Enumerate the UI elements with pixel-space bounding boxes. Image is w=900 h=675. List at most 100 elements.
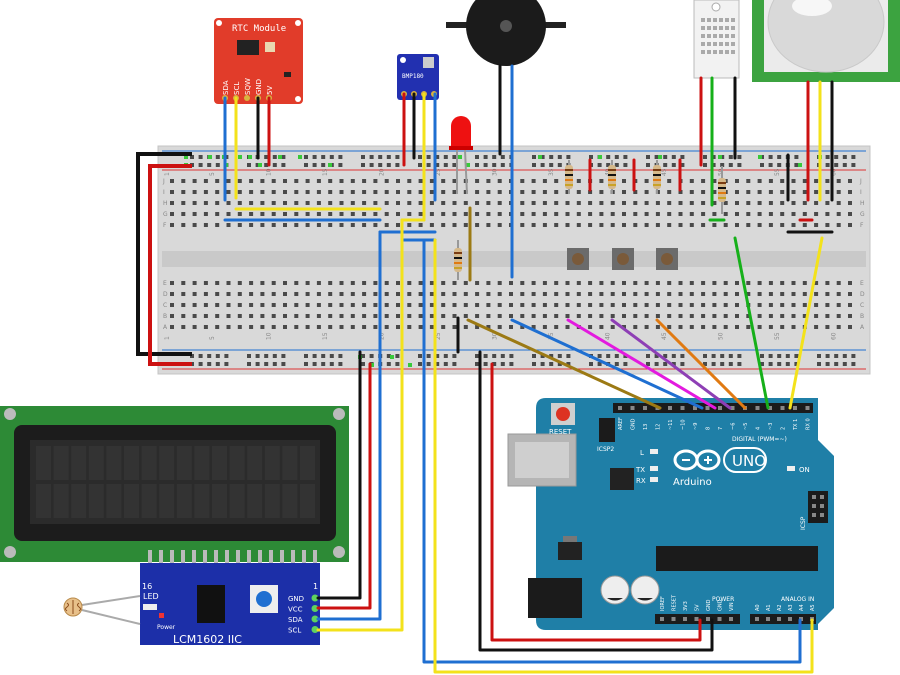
lcd-i2c-pin bbox=[311, 626, 319, 633]
breadboard-hole bbox=[531, 314, 536, 318]
breadboard-rail-hole bbox=[842, 362, 847, 366]
breadboard-hole bbox=[825, 281, 830, 285]
breadboard-hole bbox=[486, 179, 491, 183]
breadboard-hole bbox=[531, 223, 536, 227]
breadboard-hole bbox=[768, 223, 773, 227]
breadboard-column-number: 25 bbox=[435, 332, 442, 340]
lcd-i2c-backpack bbox=[140, 563, 320, 645]
ldr-pattern bbox=[65, 600, 81, 614]
breadboard-hole bbox=[712, 212, 717, 216]
breadboard-hole bbox=[667, 325, 672, 329]
arduino-power-pin bbox=[717, 617, 722, 621]
breadboard-hole bbox=[429, 223, 434, 227]
arduino-digital-pin-label: TX 1 bbox=[793, 419, 799, 431]
breadboard-hole bbox=[463, 201, 468, 205]
breadboard-rail-hole bbox=[426, 163, 431, 167]
breadboard-hole bbox=[260, 201, 265, 205]
breadboard-hole bbox=[396, 190, 400, 194]
breadboard-hole bbox=[192, 212, 197, 216]
breadboard-rail-hole bbox=[597, 362, 602, 366]
breadboard-rail-hole bbox=[418, 155, 422, 159]
breadboard-hole bbox=[689, 314, 694, 318]
breadboard-hole bbox=[701, 314, 706, 318]
breadboard-hole bbox=[520, 212, 525, 216]
lcd-char-cell bbox=[141, 484, 157, 518]
breadboard-rail-hole bbox=[768, 354, 773, 358]
wire-d7 bbox=[610, 318, 732, 410]
arduino-led-tx bbox=[650, 466, 658, 471]
breadboard-hole bbox=[463, 325, 468, 329]
breadboard-hole bbox=[373, 223, 378, 227]
breadboard-hole-active bbox=[658, 155, 662, 159]
breadboard-rail-hole bbox=[207, 354, 212, 358]
breadboard-hole bbox=[644, 292, 649, 296]
breadboard-hole bbox=[362, 223, 367, 227]
breadboard-hole bbox=[316, 325, 321, 329]
dht-hole bbox=[711, 2, 721, 12]
breadboard-hole bbox=[565, 281, 570, 285]
arduino-digital-pin bbox=[730, 406, 735, 410]
arduino-power-pin bbox=[694, 617, 699, 621]
breadboard-hole bbox=[757, 281, 762, 285]
led-rim bbox=[449, 146, 473, 150]
breadboard-hole bbox=[441, 190, 446, 194]
breadboard-hole bbox=[678, 281, 683, 285]
breadboard-hole bbox=[316, 314, 321, 318]
breadboard-rail-hole bbox=[711, 163, 716, 167]
breadboard-rail-hole bbox=[703, 155, 707, 159]
breadboard-hole bbox=[712, 179, 717, 183]
breadboard-hole-active bbox=[370, 363, 374, 367]
arduino-digital-pin-label: 12 bbox=[656, 424, 662, 430]
breadboard-hole bbox=[599, 212, 604, 216]
breadboard-hole bbox=[554, 201, 559, 205]
arduino-digital-pin-label: RX 0 bbox=[806, 418, 812, 430]
breadboard-hole bbox=[203, 325, 208, 329]
breadboard-hole bbox=[836, 281, 841, 285]
breadboard-hole bbox=[814, 303, 819, 307]
breadboard-hole bbox=[305, 190, 310, 194]
breadboard-rail-hole bbox=[540, 354, 545, 358]
breadboard-rail-hole bbox=[426, 155, 431, 159]
arduino-digital-pin bbox=[618, 406, 622, 410]
breadboard-hole bbox=[497, 314, 502, 318]
lcd-char-cell bbox=[247, 446, 263, 480]
arduino-led-tx-label: TX bbox=[635, 466, 645, 474]
arduino-analog-pin bbox=[766, 617, 770, 621]
breadboard-hole bbox=[678, 201, 683, 205]
breadboard-hole bbox=[452, 314, 457, 318]
breadboard-hole bbox=[848, 223, 852, 227]
breadboard-hole bbox=[735, 223, 739, 227]
breadboard-hole bbox=[531, 303, 536, 307]
arduino-led-rx bbox=[650, 477, 658, 482]
breadboard-hole bbox=[170, 314, 174, 318]
breadboard-hole bbox=[576, 303, 581, 307]
breadboard-rail-hole bbox=[842, 163, 847, 167]
breadboard-hole bbox=[701, 212, 706, 216]
breadboard-rail-hole bbox=[492, 163, 497, 167]
arduino-on-led bbox=[787, 466, 795, 471]
breadboard-hole bbox=[701, 292, 706, 296]
breadboard-row-letter: B bbox=[163, 313, 167, 320]
breadboard-rail-hole bbox=[207, 163, 212, 167]
lcd-mount-hole bbox=[333, 546, 345, 558]
breadboard-hole bbox=[373, 212, 378, 216]
breadboard-hole bbox=[362, 303, 367, 307]
breadboard-rail-hole bbox=[817, 362, 821, 366]
breadboard-hole bbox=[576, 212, 581, 216]
breadboard-hole bbox=[791, 314, 796, 318]
dht-vent bbox=[725, 42, 729, 46]
breadboard-row-letter: B bbox=[860, 313, 864, 320]
breadboard-hole bbox=[848, 201, 852, 205]
lcd-char-cell bbox=[106, 446, 122, 480]
breadboard-column-number: 30 bbox=[492, 332, 499, 340]
arduino-on-label: ON bbox=[799, 466, 810, 474]
breadboard-hole bbox=[407, 223, 412, 227]
breadboard-hole bbox=[554, 314, 559, 318]
breadboard-hole bbox=[271, 325, 276, 329]
resistor-4-band bbox=[718, 187, 726, 189]
breadboard-hole bbox=[633, 223, 638, 227]
breadboard-rail-hole bbox=[500, 155, 505, 159]
lcd-i2c-pin-label: VCC bbox=[288, 606, 303, 614]
breadboard-hole bbox=[384, 179, 389, 183]
